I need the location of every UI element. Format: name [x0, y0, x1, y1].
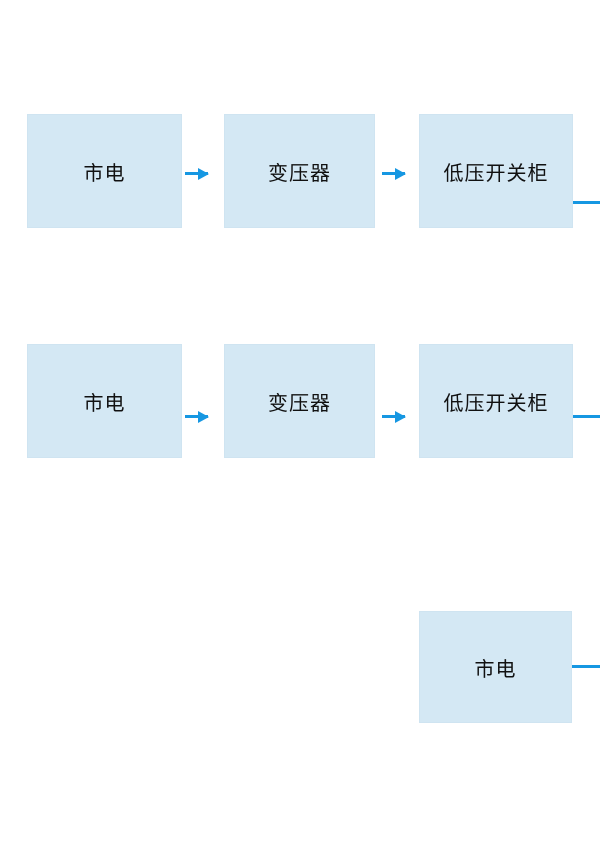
node-label: 变压器 [268, 392, 331, 415]
node-label: 市电 [83, 162, 126, 185]
connector-exit-row3 [572, 665, 600, 668]
arrow-transformer-to-switchgear-row2 [382, 415, 405, 418]
node-label: 低压开关柜 [443, 162, 549, 185]
node-mains-power-row3: 市电 [419, 611, 572, 723]
node-transformer-row2: 变压器 [224, 344, 375, 458]
node-lv-switchgear-row2: 低压开关柜 [419, 344, 573, 458]
node-label: 低压开关柜 [443, 392, 549, 415]
arrow-mains-to-transformer-row1 [185, 172, 208, 175]
connector-exit-row2 [573, 415, 600, 418]
node-mains-power-row1: 市电 [27, 114, 182, 228]
node-label: 市电 [83, 392, 126, 415]
connector-exit-row1 [573, 201, 600, 204]
node-transformer-row1: 变压器 [224, 114, 375, 228]
arrow-transformer-to-switchgear-row1 [382, 172, 405, 175]
node-lv-switchgear-row1: 低压开关柜 [419, 114, 573, 228]
arrow-mains-to-transformer-row2 [185, 415, 208, 418]
node-label: 市电 [474, 658, 517, 681]
node-label: 变压器 [268, 162, 331, 185]
node-mains-power-row2: 市电 [27, 344, 182, 458]
